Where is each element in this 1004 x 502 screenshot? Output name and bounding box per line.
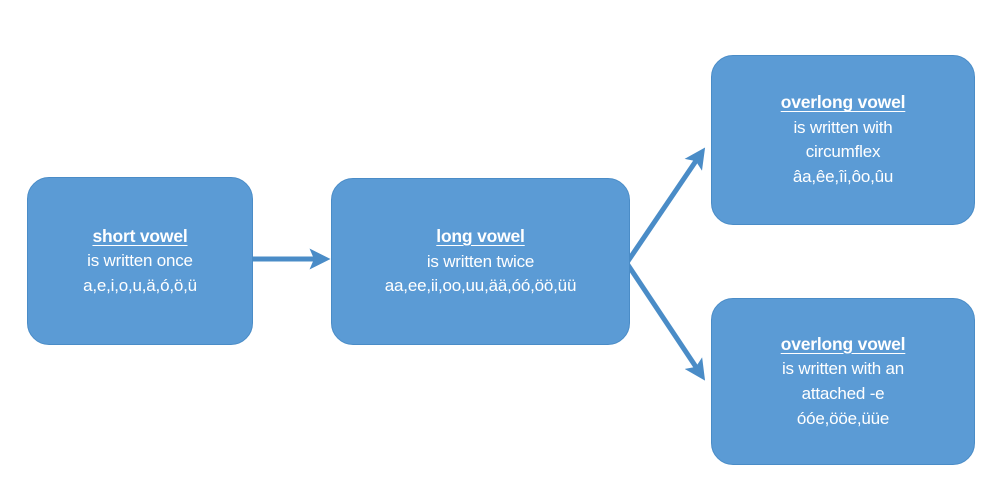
node-short-vowel-title: short vowel (92, 225, 188, 246)
node-overlong-circumflex-title: overlong vowel (780, 92, 906, 113)
node-overlong-attached-e-line-1: is written with an (781, 359, 905, 379)
node-long-vowel-line-2: aa,ee,ii,oo,uu,ää,óó,öö,üü (384, 276, 577, 296)
arrow-long-to-attached-e (623, 260, 706, 381)
node-overlong-attached-e-line-3: óóe,ööe,üüe (796, 408, 890, 428)
node-overlong-attached-e[interactable]: overlong vowel is written with an attach… (711, 298, 975, 465)
node-short-vowel-line-1: is written once (87, 251, 193, 271)
node-overlong-circumflex[interactable]: overlong vowel is written with circumfle… (711, 55, 975, 225)
node-overlong-circumflex-line-1: is written with (793, 117, 893, 137)
node-overlong-attached-e-title: overlong vowel (780, 333, 906, 354)
node-overlong-circumflex-line-2: circumflex (805, 142, 881, 162)
arrow-long-to-circumflex (623, 147, 706, 266)
node-overlong-attached-e-line-2: attached -e (801, 383, 885, 403)
node-long-vowel-title: long vowel (436, 226, 525, 247)
node-overlong-circumflex-line-3: âa,êe,îi,ôo,ûu (792, 167, 894, 186)
node-long-vowel-line-1: is written twice (426, 251, 535, 271)
node-short-vowel-line-2: a,e,i,o,u,ä,ó,ö,ü (83, 275, 197, 295)
node-long-vowel[interactable]: long vowel is written twice aa,ee,ii,oo,… (331, 178, 630, 345)
node-short-vowel[interactable]: short vowel is written once a,e,i,o,u,ä,… (27, 177, 253, 345)
